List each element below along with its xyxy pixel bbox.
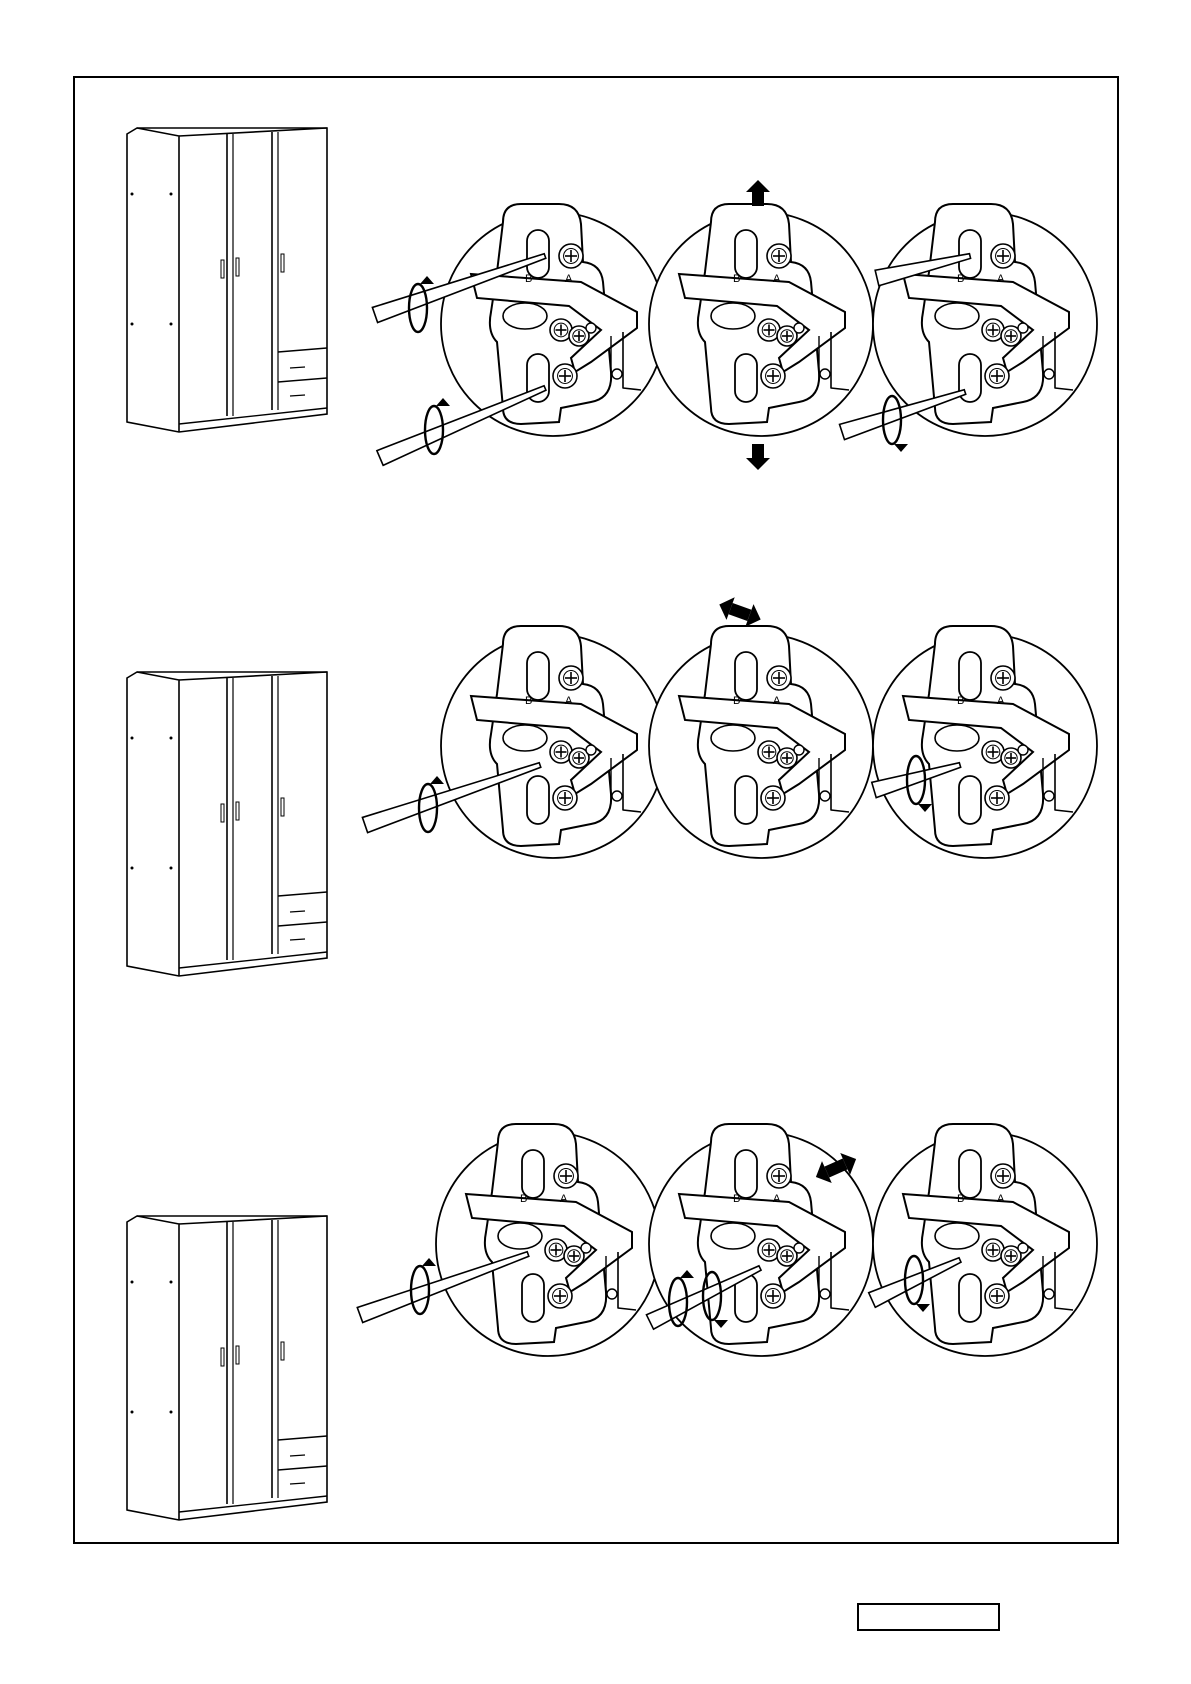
hinge-label-a: A <box>773 1193 781 1205</box>
hinge-label-a: A <box>560 1193 568 1205</box>
hinge-label-b: B <box>733 1193 740 1205</box>
hinge-label-b: B <box>957 1193 964 1205</box>
wardrobe-icon <box>127 1216 327 1520</box>
hinge-label-a: A <box>997 1193 1005 1205</box>
hinge-label-b: B <box>520 1193 527 1205</box>
page-number-box <box>857 1603 1000 1631</box>
